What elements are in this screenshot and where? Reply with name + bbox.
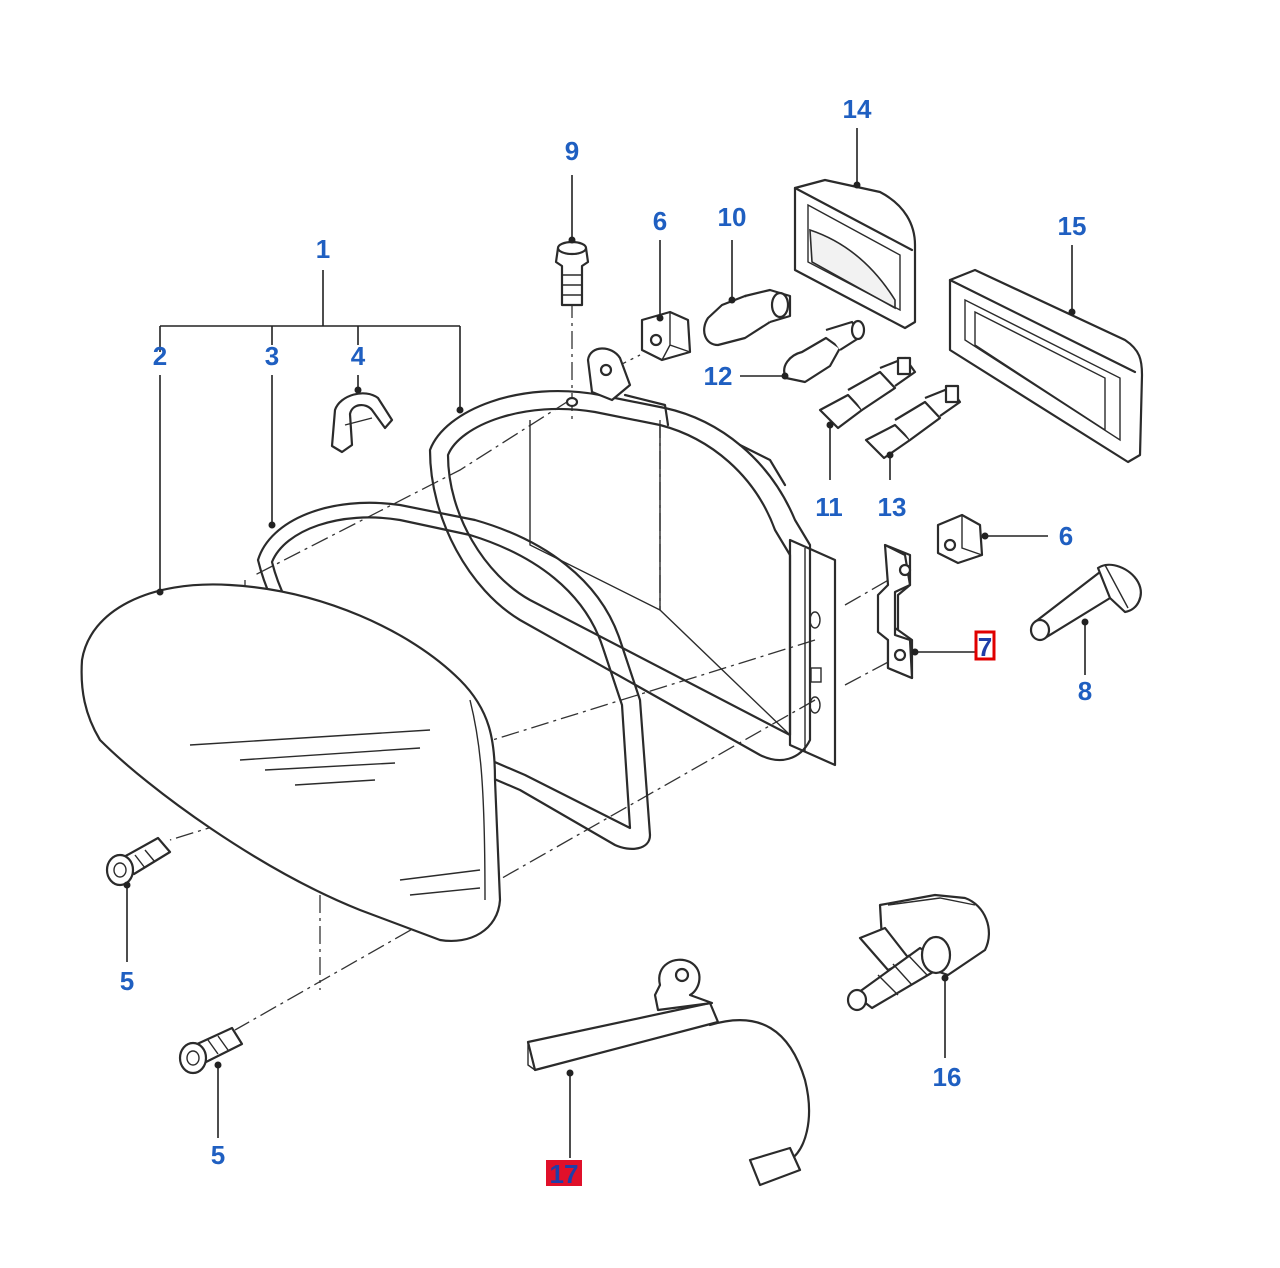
mounting-tab-top: [565, 347, 632, 408]
indicator-lens-15: [948, 268, 1144, 464]
clip-nut-lower: [936, 513, 984, 565]
callout-5-lower: 5: [211, 1140, 225, 1170]
callout-9: 9: [565, 136, 579, 166]
callout-3: 3: [265, 341, 279, 371]
sensor-harness-17: [526, 958, 811, 1187]
callout-10: 10: [718, 202, 747, 232]
callout-16: 16: [933, 1062, 962, 1092]
bulb-holder-11: [818, 356, 917, 430]
headlamp-housing: [428, 390, 837, 767]
bulb-10: [703, 288, 792, 347]
callout-6-lower: 6: [1059, 521, 1073, 551]
bulb-holder-13: [864, 384, 962, 460]
mounting-bracket-7: [876, 543, 914, 680]
side-lamp-lens-14: [793, 178, 917, 330]
bulb-12: [783, 319, 866, 384]
callout-17-highlight: [546, 1160, 582, 1186]
headlamp-lens: [80, 583, 502, 943]
callout-8: 8: [1078, 676, 1092, 706]
callout-6-upper: 6: [653, 206, 667, 236]
callout-7: 7: [978, 632, 992, 662]
adjuster-screw: [554, 240, 590, 307]
lens-clip: [330, 392, 394, 454]
leader-lines: [123, 128, 1089, 1158]
leveling-actuator-16: [846, 893, 990, 1012]
bolt-5-upper: [105, 836, 172, 887]
callout-12: 12: [704, 361, 733, 391]
callout-5-upper: 5: [120, 966, 134, 996]
callout-17: 17: [550, 1159, 579, 1189]
callout-7-highlight: [974, 630, 996, 661]
callout-15: 15: [1058, 211, 1087, 241]
bolt-5-lower: [178, 1026, 244, 1075]
callout-14: 14: [843, 94, 872, 124]
callout-11: 11: [815, 492, 843, 522]
socket-8: [1029, 563, 1142, 642]
callout-labels: 1 2 3 4 9 6 10 14 15 12 11 13 6 7 8 5 5 …: [120, 94, 1092, 1189]
callout-2: 2: [153, 341, 167, 371]
clip-nut-upper: [640, 310, 692, 362]
callout-4: 4: [351, 341, 366, 371]
callout-13: 13: [878, 492, 907, 522]
callout-1: 1: [316, 234, 330, 264]
